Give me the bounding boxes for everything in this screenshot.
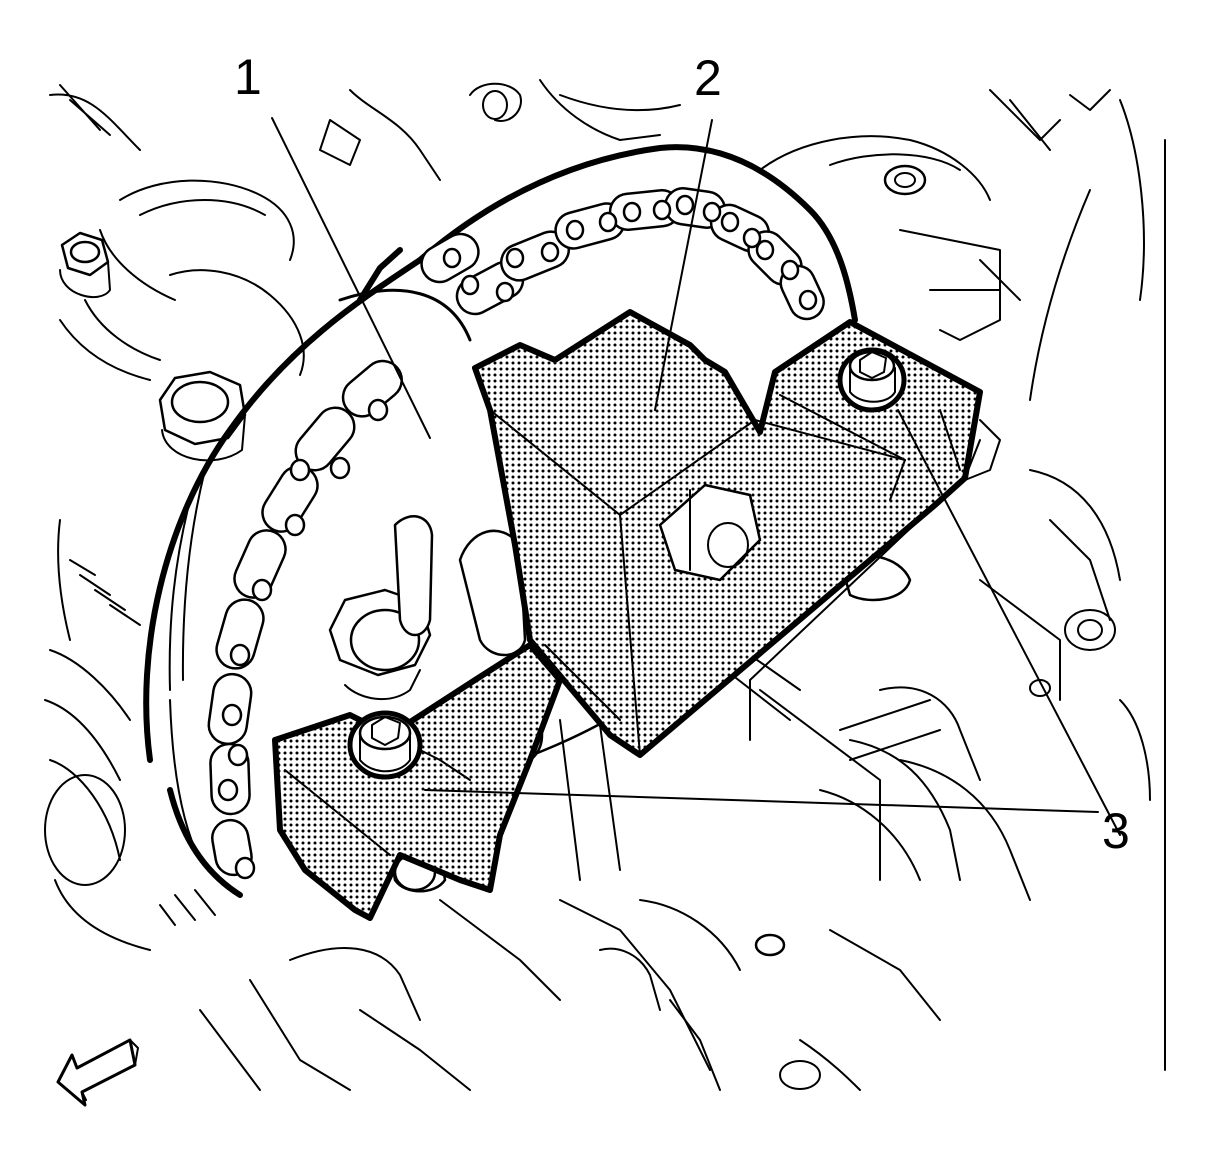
chain-links-upper: [420, 187, 825, 321]
direction-arrow-icon: [56, 1038, 139, 1107]
callout-2-label: 2: [694, 50, 722, 106]
tool-bolt-left: [347, 710, 423, 780]
callout-3-label: 3: [1102, 803, 1130, 859]
tool-nut: [658, 483, 762, 582]
leader-line-1: [271, 117, 431, 439]
leader-lines: [271, 117, 1121, 836]
bolt-left-middle: [158, 370, 247, 462]
leader-line-3b: [424, 789, 1099, 813]
sprocket-edge: [338, 288, 472, 342]
bolt-top-left: [59, 231, 111, 299]
chain-links-left: [207, 359, 403, 880]
timing-chain: [143, 144, 858, 898]
leader-line-2: [654, 119, 713, 411]
leader-line-3a: [897, 409, 1121, 836]
tool-bolt-right: [837, 347, 907, 413]
callouts: 1 2 3: [234, 49, 1130, 859]
callout-1-label: 1: [234, 49, 262, 105]
camshaft-holding-tool: [272, 309, 983, 921]
